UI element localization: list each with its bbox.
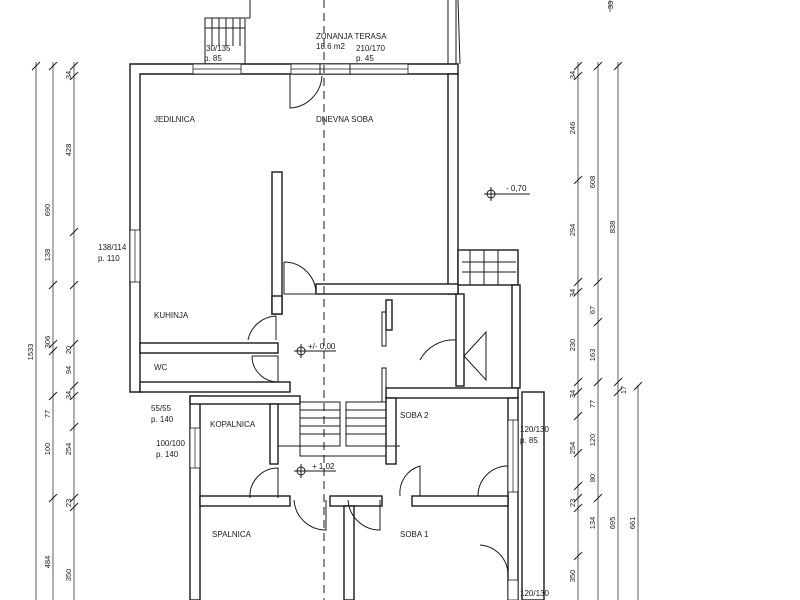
dim-right-12: 77 (588, 400, 597, 408)
dim-right-19: 661 (628, 517, 637, 530)
left-dimension-chains: 1533 34 428 690 138 306 20 94 34 77 100 … (26, 61, 79, 600)
dim-right-8: 230 (568, 339, 577, 352)
dim-left-10: 100 (43, 443, 52, 456)
dim-left-8: 34 (64, 391, 73, 399)
room-wc: WC (154, 363, 168, 372)
terrace (246, 0, 461, 65)
opening-bath-size: 100/100 (156, 439, 185, 448)
dim-left-3: 690 (43, 204, 52, 217)
dim-right-3: 608 (588, 176, 597, 189)
opening-wc-p: p. 140 (151, 415, 174, 424)
opening-terrace-p: p. 45 (356, 54, 374, 63)
room-bathroom: KOPALNICA (210, 420, 256, 429)
opening-dining-p: p. 110 (98, 254, 120, 263)
right-dimension-chains: 34 246 608 838 294 34 67 230 163 17 34 7… (568, 0, 643, 600)
level-ground: +/- 0,00 (308, 342, 336, 351)
dim-total-left: 1533 (26, 344, 35, 361)
dim-right-9: 163 (588, 349, 597, 362)
dim-left-4: 138 (43, 249, 52, 262)
terrace-label: ZUNANJA TERASA (316, 32, 387, 41)
dim-left-11: 254 (64, 443, 73, 456)
room-soba-1: SOBA 1 (400, 530, 429, 539)
dim-left-1: 34 (64, 71, 73, 79)
dim-right-13: 120 (588, 434, 597, 447)
dim-right-18: 695 (608, 517, 617, 530)
openings-markup (129, 63, 519, 600)
opening-wc-size: 55/55 (151, 404, 172, 413)
dim-right-11: 34 (568, 390, 577, 398)
room-living: DNEVNA SOBA (316, 115, 374, 124)
side-stair (462, 250, 516, 382)
opening-stair-size: 30/135 (206, 44, 231, 53)
dim-right-6: 34 (568, 289, 577, 297)
opening-room1-size: 120/130 (520, 589, 549, 598)
opening-dining-size: 138/114 (98, 243, 127, 252)
dim-left-12: 23 (64, 499, 73, 507)
dim-right-17: 134 (588, 517, 597, 530)
dim-right-top: 33 (606, 1, 615, 9)
dim-left-5: 306 (43, 336, 52, 349)
dim-right-4: 838 (608, 221, 617, 234)
opening-room2-p: p. 85 (520, 436, 538, 445)
dim-right-7: 67 (588, 306, 597, 314)
dim-right-16: 23 (568, 499, 577, 507)
level-upper: + 1,02 (312, 462, 335, 471)
interior-stairs (278, 401, 400, 457)
opening-bath-p: p. 140 (156, 450, 179, 459)
opening-stair-p: p. 85 (204, 54, 222, 63)
room-soba-2: SOBA 2 (400, 411, 429, 420)
level-outside: - 0,70 (506, 184, 527, 193)
dim-right-10: 17 (619, 386, 628, 394)
door-swings (247, 74, 509, 576)
room-bedroom: SPALNICA (212, 530, 252, 539)
dim-right-5: 294 (568, 224, 577, 237)
dim-left-9: 77 (43, 410, 52, 418)
walls (129, 63, 545, 600)
room-kitchen: KUHINJA (154, 311, 189, 320)
dim-right-15: 80 (588, 474, 597, 482)
dim-right-20: 350 (568, 570, 577, 583)
opening-room2-size: 120/130 (520, 425, 549, 434)
terrace-area: 18.6 m2 (316, 42, 345, 51)
level-markers (294, 187, 530, 478)
room-dining: JEDILNICA (154, 115, 196, 124)
dim-right-14: 254 (568, 442, 577, 455)
dim-left-6: 20 (64, 346, 73, 354)
dim-right-2: 246 (568, 122, 577, 135)
dim-left-13: 484 (43, 556, 52, 569)
dim-left-2: 428 (64, 144, 73, 157)
dim-left-7: 94 (64, 366, 73, 374)
dim-left-14: 350 (64, 569, 73, 582)
exterior-stair (204, 17, 246, 65)
opening-terrace-size: 210/170 (356, 44, 385, 53)
dim-right-1: 34 (568, 71, 577, 79)
